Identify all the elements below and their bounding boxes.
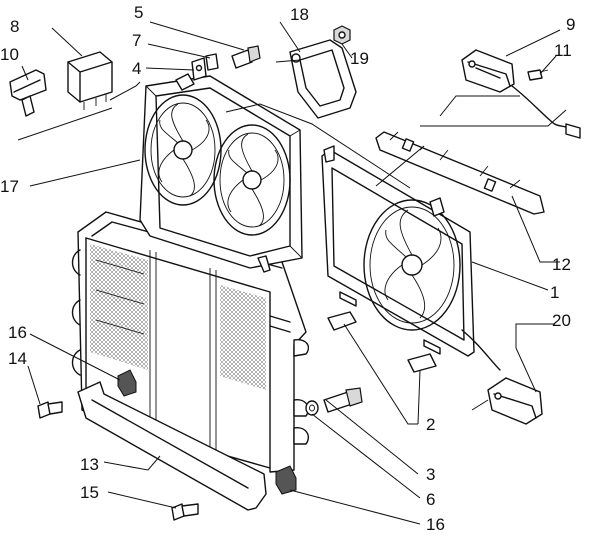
callout-20: 20: [552, 311, 571, 330]
callout-8: 8: [10, 17, 19, 36]
washer: [305, 400, 319, 416]
callout-11: 11: [554, 41, 572, 60]
nut: [333, 25, 351, 45]
bolt-14: [37, 401, 63, 419]
callout-14: 14: [8, 349, 27, 368]
callout-15: 15: [80, 483, 99, 502]
callout-10: 10: [0, 45, 19, 64]
twin-fan-shroud: [139, 73, 303, 273]
leader-lines: [21, 21, 567, 525]
callout-3: 3: [426, 465, 435, 484]
clip-7: [205, 53, 219, 71]
rubber-pads: [327, 311, 437, 373]
single-fan-shroud: [321, 145, 501, 371]
callout-5: 5: [134, 3, 143, 22]
callout-13: 13: [80, 455, 99, 474]
bracket-4: [191, 57, 207, 81]
screw-5: [231, 45, 261, 69]
relay-holder: [9, 69, 47, 117]
relay: [67, 51, 113, 110]
callout-6: 6: [426, 490, 435, 509]
callout-12: 12: [552, 255, 571, 274]
temp-switch: [323, 387, 363, 413]
fan-resistor-20: [487, 377, 543, 425]
callout-19: 19: [350, 49, 369, 68]
rubber-mount-lower: [275, 465, 297, 495]
callout-9: 9: [566, 15, 575, 34]
callout-7: 7: [132, 31, 141, 50]
fan-resistor: [461, 49, 581, 139]
callout-2: 2: [426, 415, 435, 434]
callout-17: 17: [0, 177, 19, 196]
callout-labels: 1 2 3 4 5 6 7 8 9 10 11 12 13 14 15 16 1…: [0, 3, 575, 534]
lower-bracket: [77, 381, 267, 511]
fan-wiring-harness: [375, 131, 545, 215]
callout-16: 16: [8, 323, 27, 342]
callout-16-lower: 16: [426, 515, 445, 534]
callout-1: 1: [550, 283, 559, 302]
rubber-mount-upper: [117, 369, 137, 397]
radiator: [71, 211, 310, 473]
callout-4: 4: [132, 59, 141, 78]
bolt-15: [171, 503, 199, 521]
screw-11: [527, 69, 549, 81]
callout-18: 18: [290, 5, 309, 24]
